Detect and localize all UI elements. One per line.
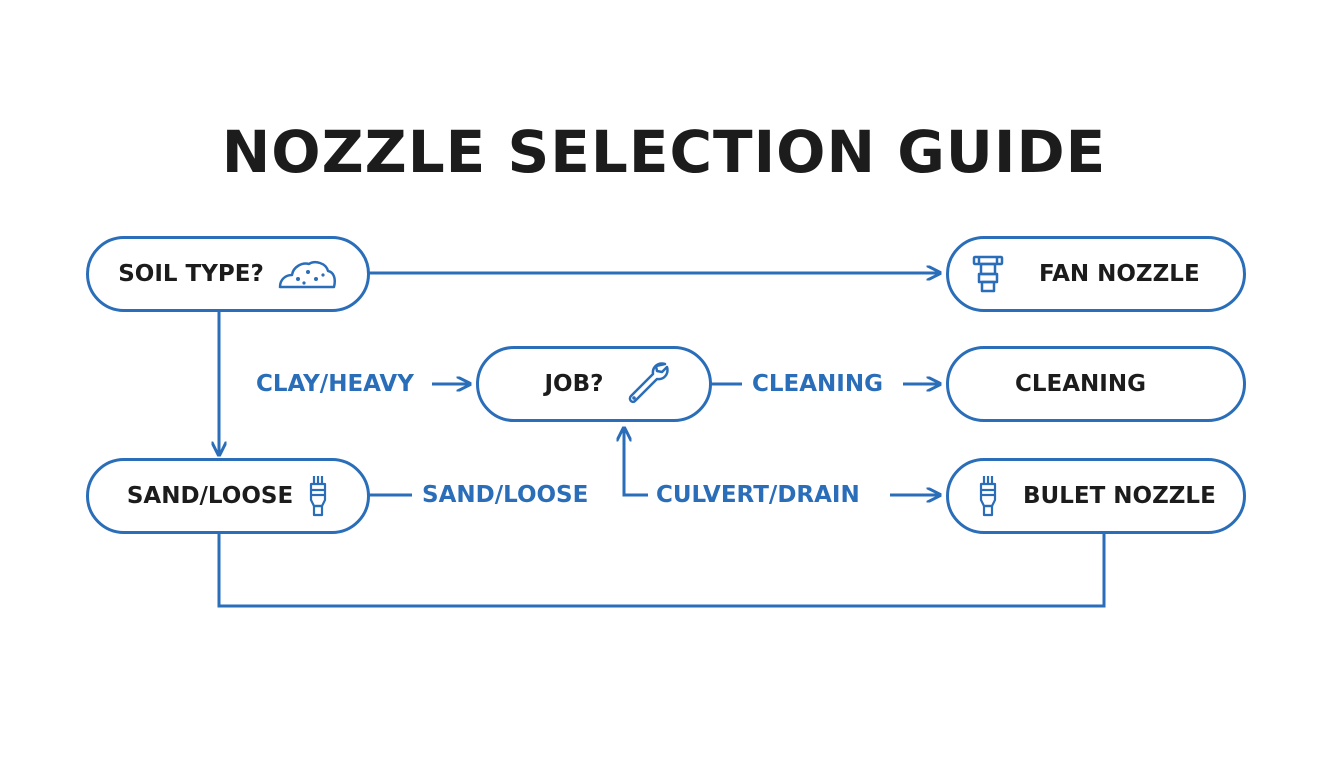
edge-label-sand-loose: SAND/LOOSE	[422, 482, 589, 508]
node-cleaning: CLEANING	[946, 346, 1246, 422]
wrench-icon	[621, 358, 673, 410]
edge-culvert-to-job	[624, 428, 648, 497]
node-sand-loose-label: SAND/LOOSE	[126, 483, 294, 509]
node-fan-nozzle-label: FAN NOZZLE	[1039, 261, 1200, 287]
node-bullet-nozzle: BULET NOZZLE	[946, 458, 1246, 534]
node-cleaning-label: CLEANING	[1015, 371, 1146, 397]
node-fan-nozzle: FAN NOZZLE	[946, 236, 1246, 312]
node-job-label: JOB?	[544, 371, 604, 397]
bullet-nozzle-icon	[307, 474, 329, 518]
edge-label-clay-heavy: CLAY/HEAVY	[256, 371, 414, 397]
edge-label-cleaning: CLEANING	[752, 371, 883, 397]
soil-pile-icon	[276, 257, 338, 291]
diagram-title: NOZZLE SELECTION GUIDE	[221, 118, 1107, 186]
edge-bottom-loop	[217, 532, 1106, 608]
fan-nozzle-icon	[971, 254, 1005, 294]
node-soil-type-label: SOIL TYPE?	[118, 261, 264, 287]
edge-label-culvert-drain: CULVERT/DRAIN	[656, 482, 860, 508]
node-bullet-nozzle-label: BULET NOZZLE	[1023, 483, 1216, 509]
node-job: JOB?	[476, 346, 712, 422]
node-soil-type: SOIL TYPE?	[86, 236, 370, 312]
bullet-nozzle-icon	[977, 474, 999, 518]
node-sand-loose: SAND/LOOSE	[86, 458, 370, 534]
